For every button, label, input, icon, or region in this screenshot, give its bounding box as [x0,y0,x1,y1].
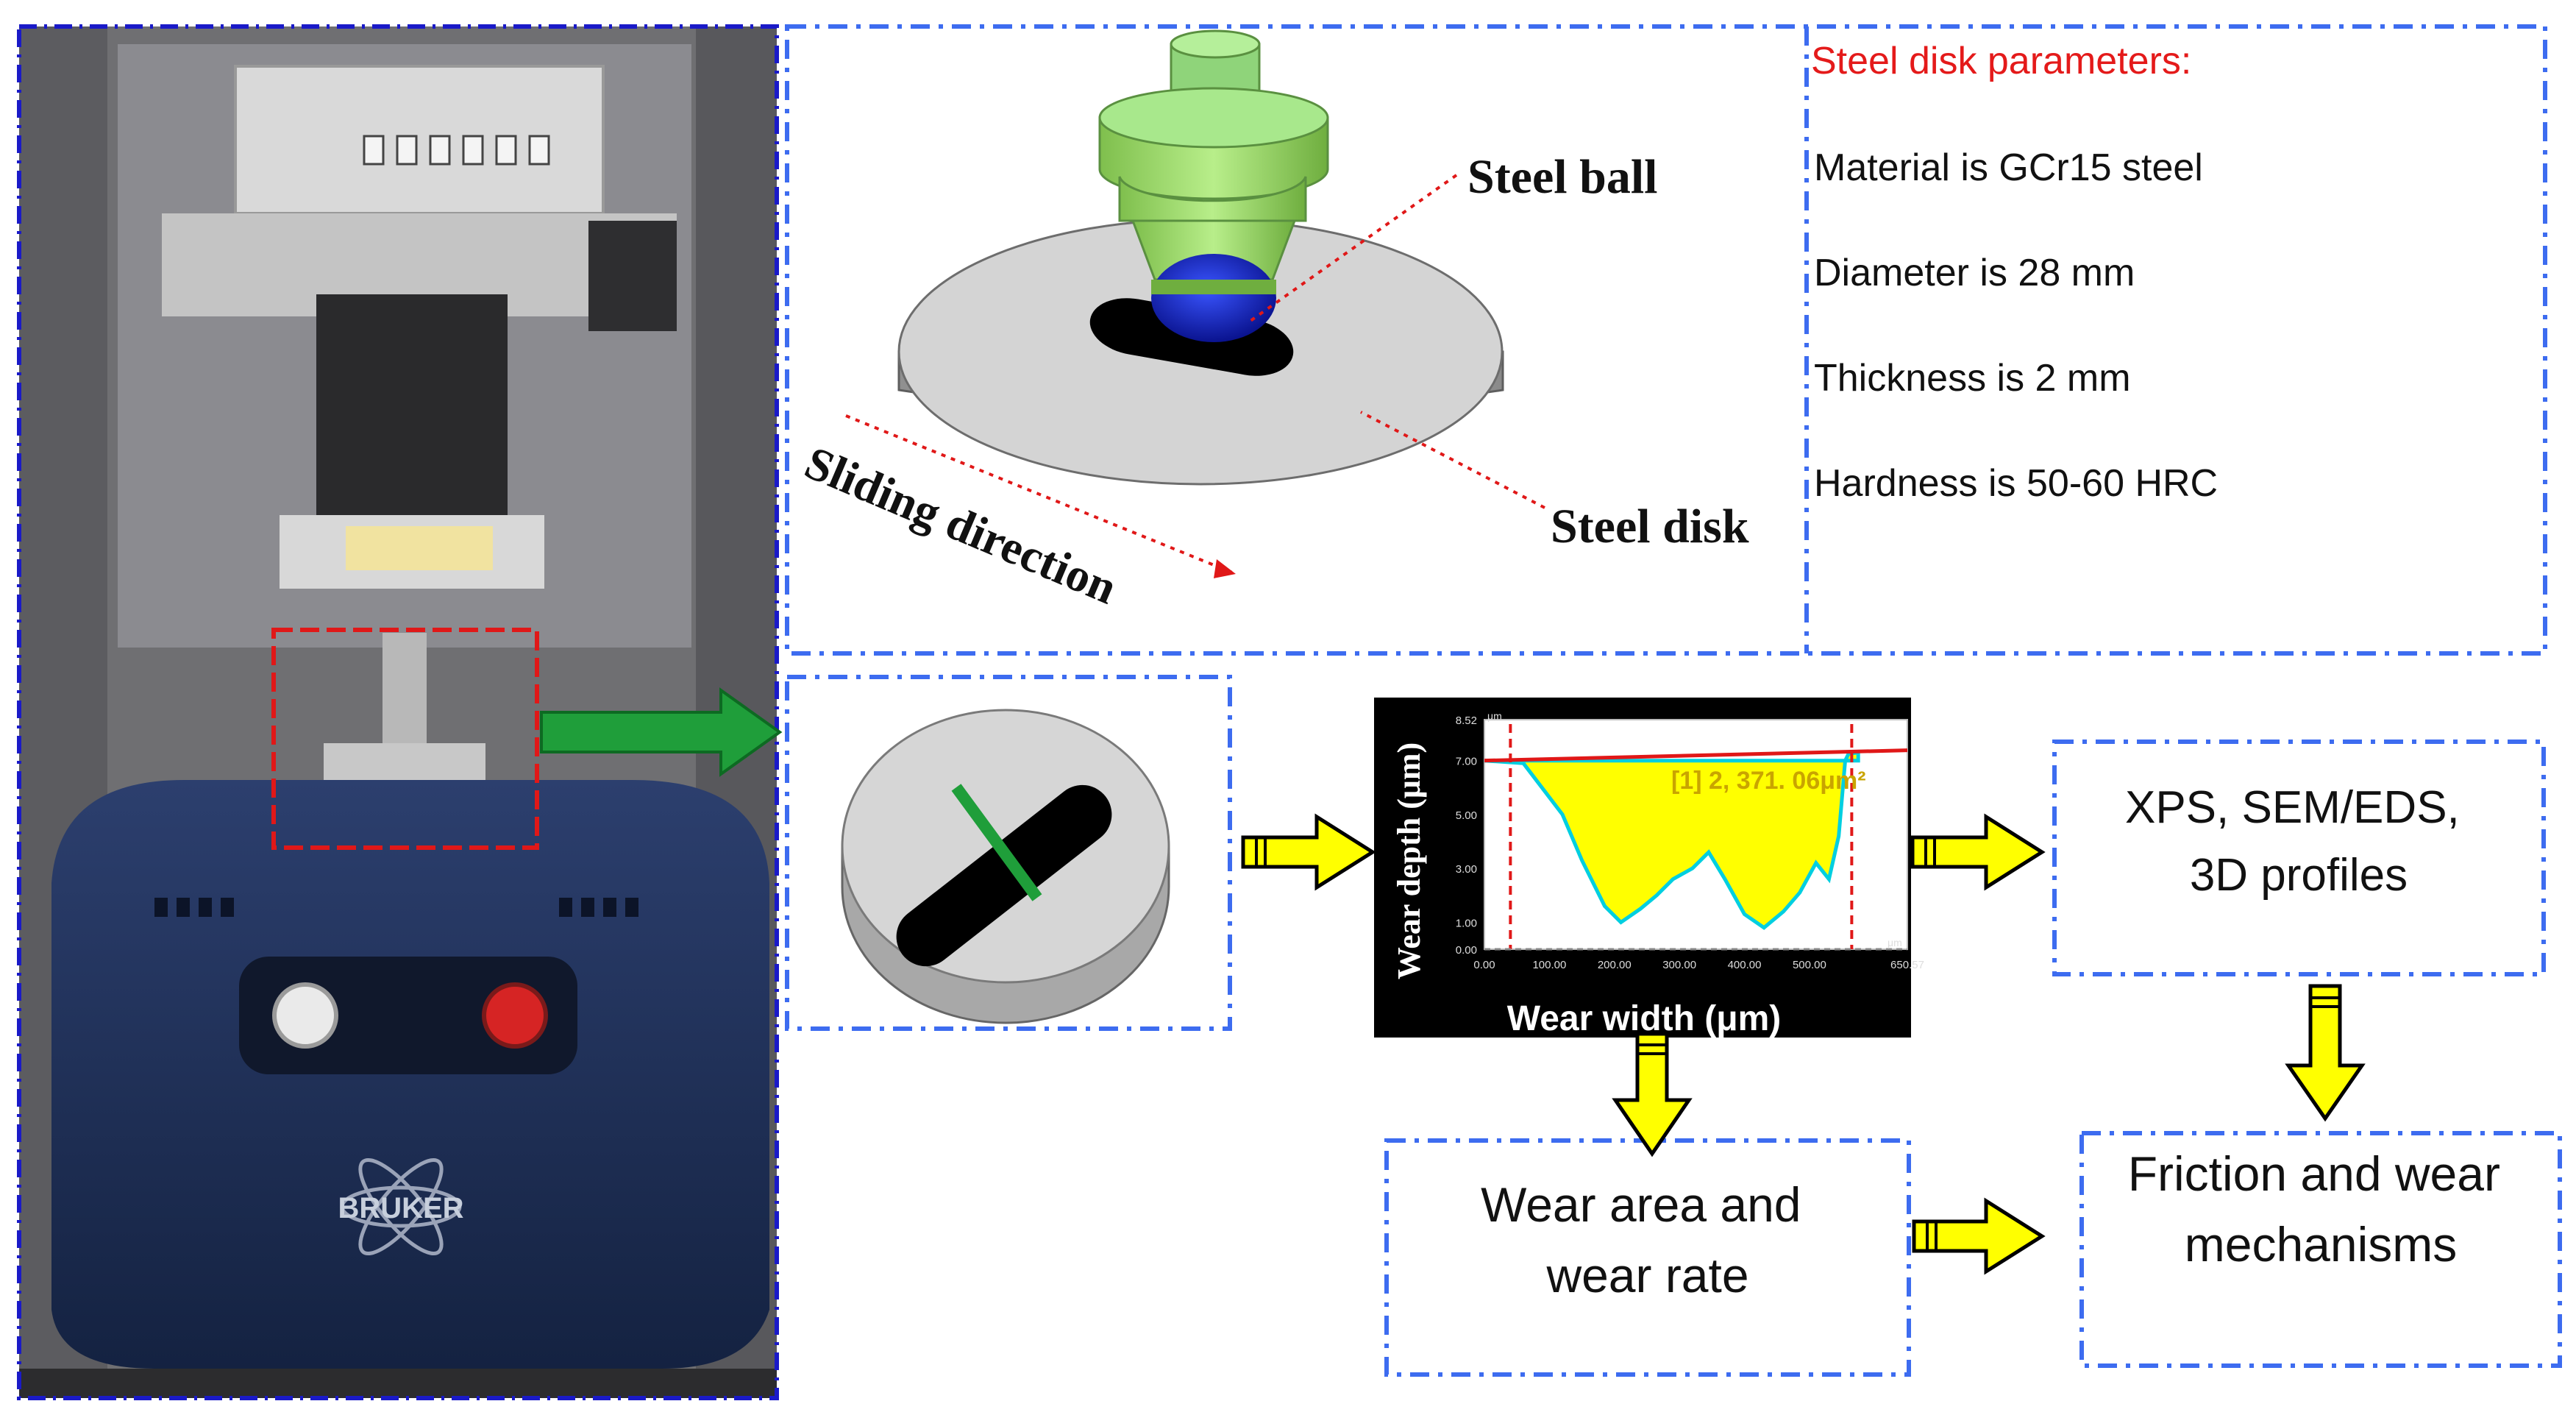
x-tick-label: 300.00 [1662,959,1696,971]
wear-profile-chart: 8.52 7.00 5.00 3.00 1.00 0.00 0.00 100.00 200.0… [1374,698,1924,1038]
x-axis-label: Wear width (μm) [1507,999,1782,1038]
x-tick-label: 0.00 [1473,959,1495,971]
arrow-down-icon-1 [1612,1032,1693,1157]
steel-disk-label: Steel disk [1551,500,1749,553]
brand-label: BRUKER [338,1192,463,1224]
wear-rate-box-text: Wear area and wear rate [1481,1177,1815,1302]
y-axis-label: Wear depth (μm) [1391,742,1427,979]
worn-disk-box [785,675,1232,1031]
analysis-box-text: XPS, SEM/EDS, 3D profiles [2125,782,2472,901]
x-unit-mark: μm [1887,937,1902,948]
y-tick-label: 5.00 [1456,809,1477,822]
load-arm [316,294,508,515]
y-tick-label: 7.00 [1456,756,1477,768]
x-tick-label: 400.00 [1728,959,1762,971]
steel-ball [1151,254,1276,342]
y-tick-label: 8.52 [1456,714,1477,727]
y-tick-label: 1.00 [1456,917,1477,929]
white-button-icon [272,982,338,1049]
disk-pointer-line [1360,411,1545,509]
parameter-diameter: Diameter is 28 mm [1814,252,2135,294]
contact-highlight-box [271,628,539,850]
parameter-thickness: Thickness is 2 mm [1814,357,2131,400]
reference-line [1484,748,1908,763]
power-button-icon [482,982,548,1049]
wear-area-annotation: [1] 2, 371. 06μm² [1671,767,1866,795]
ball-pointer-line [1249,174,1458,322]
profile-cut-line [951,784,1042,901]
bruker-logo-icon [340,1157,462,1256]
schematic-box [785,24,2547,656]
analysis-box [2052,740,2546,976]
steel-ball-label: Steel ball [1467,150,1658,204]
parameters-title: Steel disk parameters: [1811,40,2191,82]
x-tick-label: 200.00 [1598,959,1632,971]
parameter-hardness: Hardness is 50-60 HRC [1814,462,2218,505]
arrow-right-icon-1 [1241,813,1376,891]
x-tick-label: 650.57 [1890,959,1924,971]
parameters-panel: Steel disk parameters: Material is GCr15… [1811,40,2218,505]
green-arrow-icon [540,687,783,777]
parameter-material: Material is GCr15 steel [1814,146,2203,189]
x-tick-label: 100.00 [1532,959,1566,971]
x-tick-label: 500.00 [1793,959,1826,971]
y-tick-label: 3.00 [1456,863,1477,876]
sliding-direction-line [845,414,1237,575]
worn-disk-icon [841,709,1170,1024]
button-panel [239,957,577,1074]
y-tick-label: 0.00 [1456,944,1477,957]
disk-schematic [897,29,1504,486]
photo-border [17,24,779,1400]
y-unit-mark: μm [1487,710,1502,722]
arrow-right-icon-3 [1912,1197,2046,1275]
sliding-arrowhead-icon [1214,559,1236,578]
mechanism-box-text: Friction and wear mechanisms [2128,1146,2514,1272]
mechanism-box [2079,1131,2562,1368]
arrow-right-icon-2 [1910,813,2046,891]
wear-profile-area [1484,750,1860,930]
